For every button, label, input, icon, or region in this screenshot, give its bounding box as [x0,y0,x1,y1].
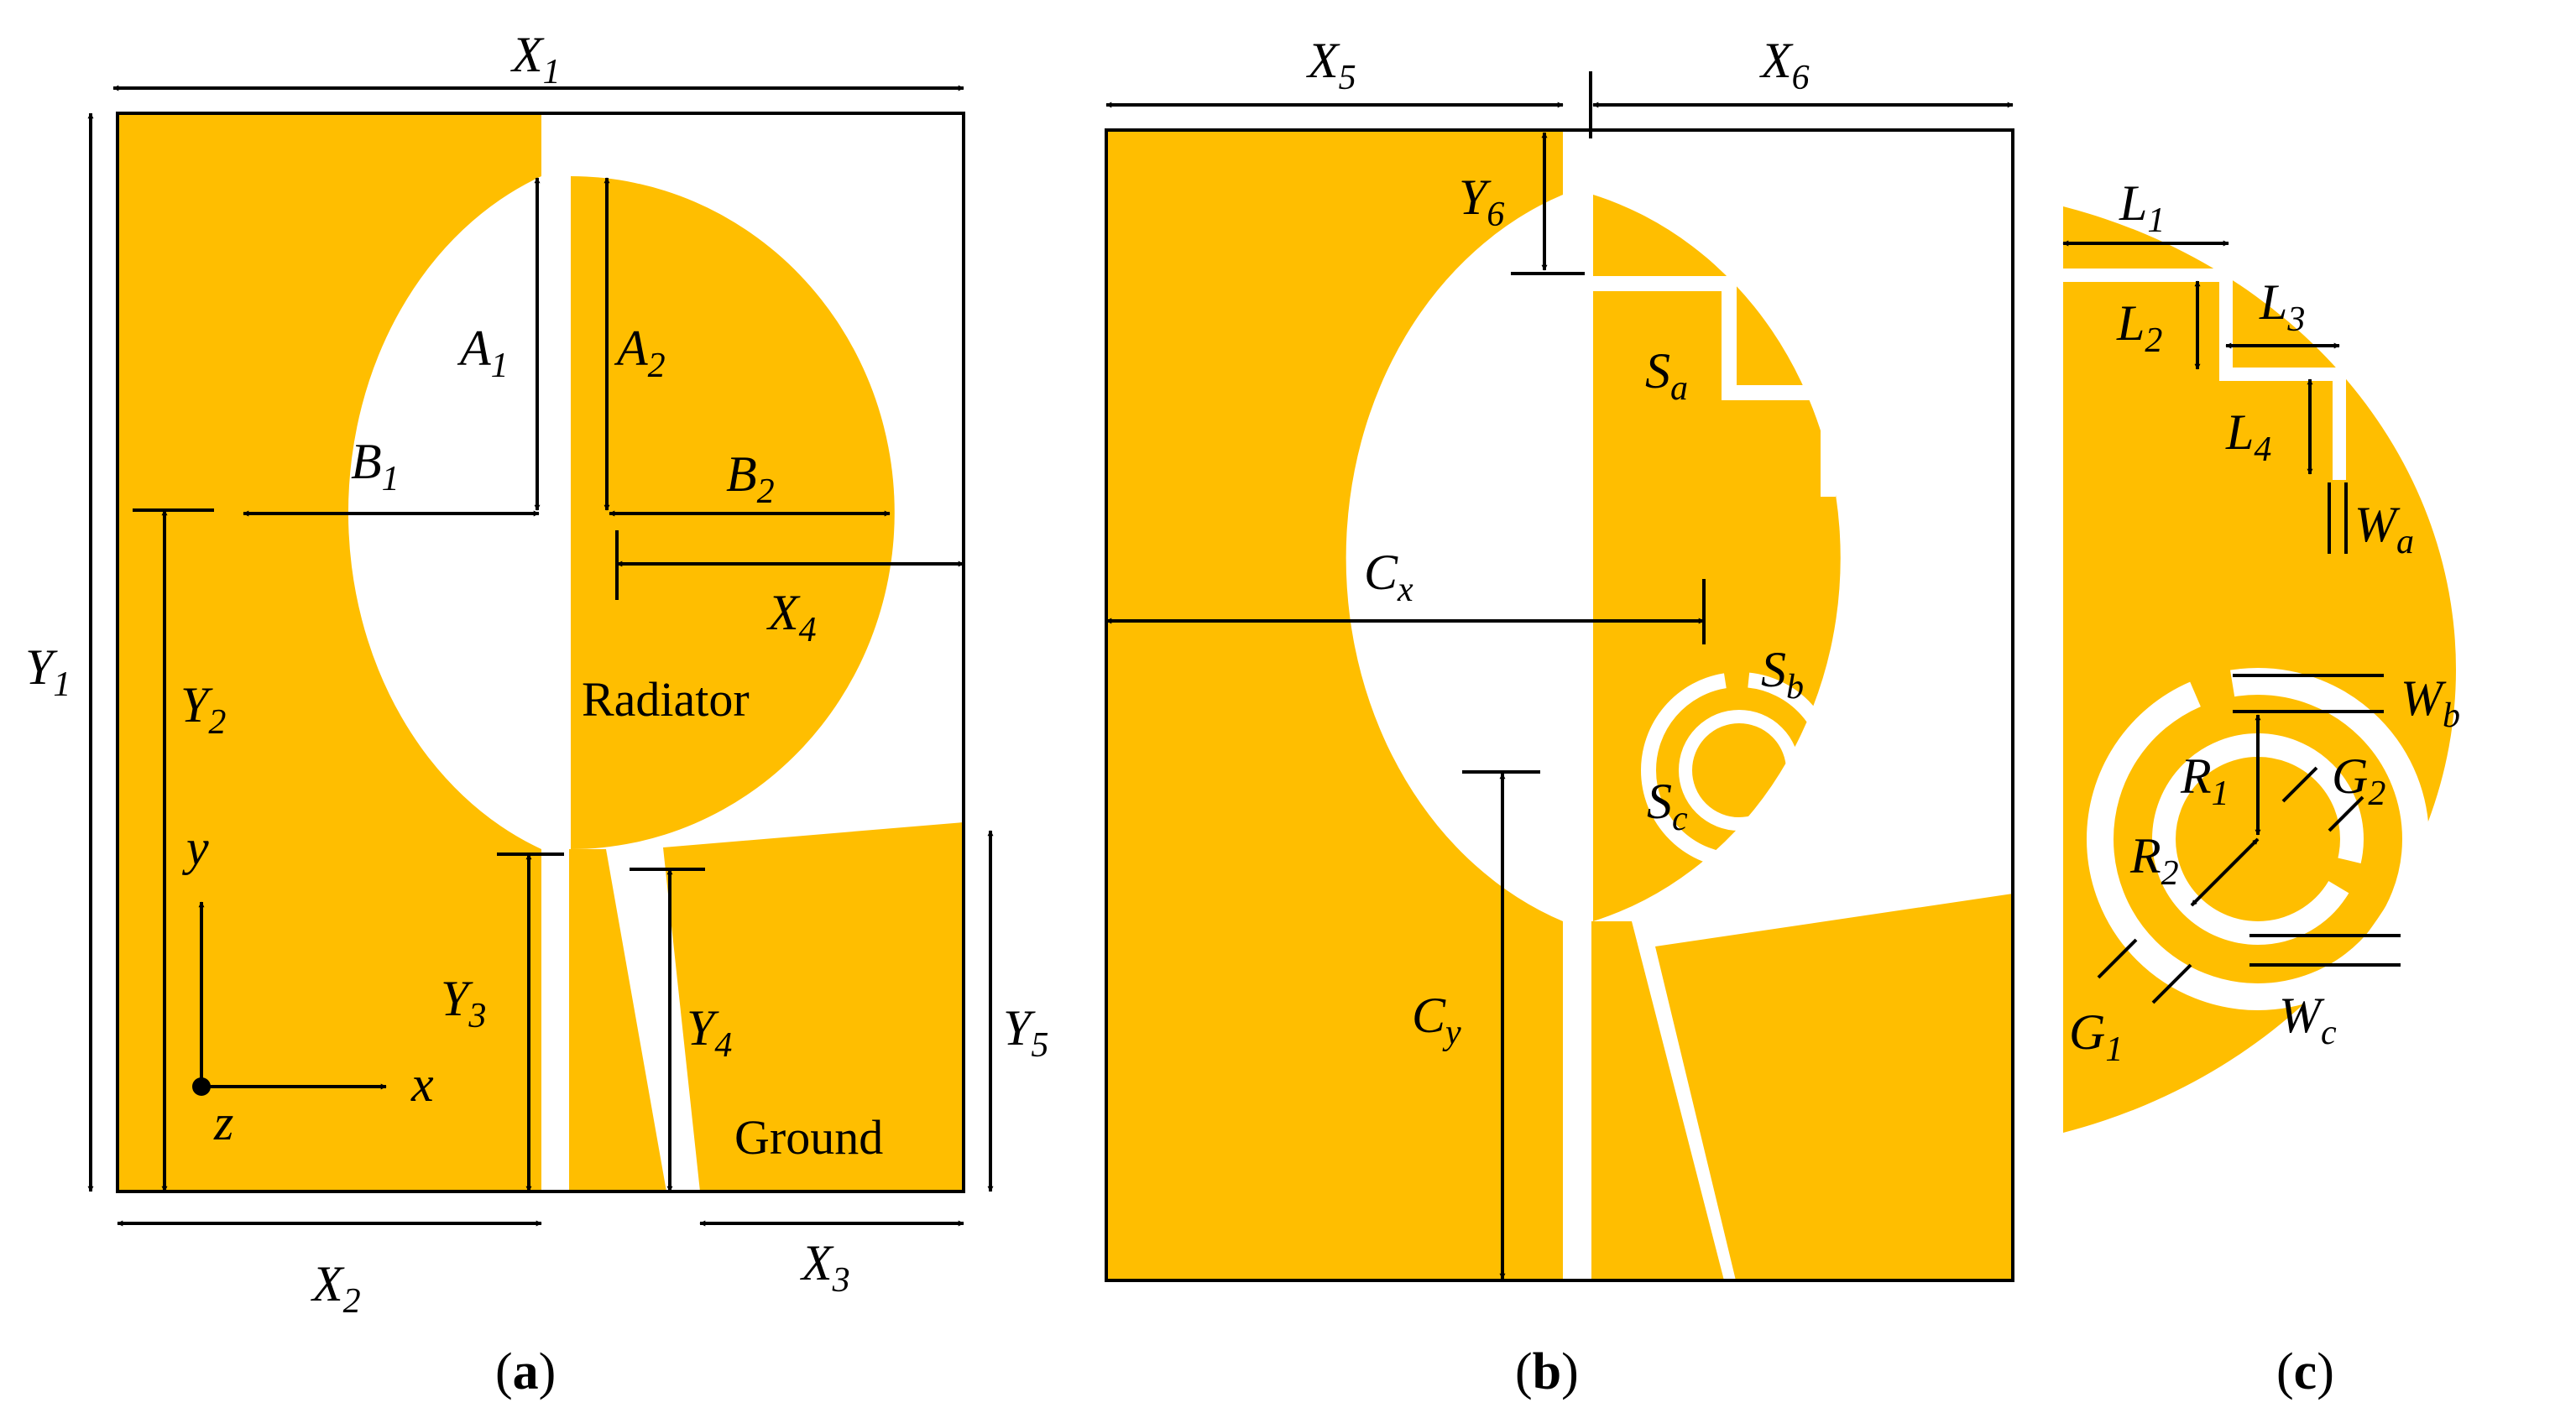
dim-r2-line [2190,837,2260,907]
panel-a-feed [569,849,666,1191]
label-x2: X2 [311,1256,361,1321]
panel-b-ground [1655,894,2013,1280]
label-x3: X3 [800,1235,850,1300]
label-wa: Wa [2354,497,2414,561]
panel-a-left-copper [118,113,541,1191]
label-g2: G2 [2332,748,2385,813]
label-y2: Y2 [180,677,226,742]
slot-sa [1593,276,1836,497]
label-l2: L2 [2116,295,2162,360]
panel-a-substrate-outline [116,112,965,1193]
label-l1: L1 [2119,175,2165,240]
label-wb: Wb [2401,670,2460,735]
label-l3: L3 [2259,274,2305,339]
label-wc: Wc [2279,988,2337,1052]
label-y3: Y3 [441,971,486,1035]
label-a2: A2 [614,321,666,385]
label-y1: Y1 [25,639,71,704]
dim-g2-tick-2 [2328,795,2364,832]
label-b1: B1 [351,434,400,498]
label-sa: Sa [1645,343,1688,408]
dim-g2-tick-1 [2281,766,2318,803]
panel-c-stepped-slot [2063,269,2346,480]
region-label-radiator: Radiator [582,672,750,727]
panel-b-substrate-outline [1105,128,2014,1282]
label-y5: Y5 [1003,1000,1048,1065]
panel-c: L1 L2 L3 L4 Wa Wb R1 G2 R2 G1 Wc (c) [2062,175,2460,1400]
label-cx: Cx [1364,545,1413,609]
caption-a: (a) [495,1343,556,1400]
label-a1: A1 [457,321,509,385]
panel-a-ground [663,822,964,1191]
ring-sb [1641,672,1837,868]
axis-z-dot [192,1077,211,1096]
label-x4: X4 [766,585,817,649]
axis-label-z: z [213,1095,233,1150]
label-sb: Sb [1761,642,1804,706]
dim-g1-tick-2 [2151,963,2192,1004]
panel-b-feed [1591,921,1724,1280]
label-x1: X1 [510,27,561,91]
label-y4: Y4 [687,1000,732,1065]
panel-a: X1 Y1 A1 A2 B1 B2 X4 Y2 Y3 Y4 Y5 X2 X3 y… [25,27,1048,1400]
label-y6: Y6 [1459,169,1504,234]
label-x5: X5 [1306,33,1356,97]
ring-sc [1679,710,1800,831]
label-l4: L4 [2225,404,2271,469]
label-sc: Sc [1647,774,1688,838]
panel-c-ring-outer [2087,668,2429,1010]
panel-b-left-copper [1106,130,1563,1280]
label-x6: X6 [1759,33,1810,97]
region-label-ground: Ground [734,1110,883,1165]
label-cy: Cy [1412,988,1461,1052]
label-r2: R2 [2129,828,2179,893]
label-b2: B2 [726,446,775,511]
axis-label-y: y [181,820,209,875]
panel-b: X5 X6 Y6 Sa Cx Sb Sc Cy (b) [1105,33,2014,1400]
dim-g1-tick-1 [2097,938,2138,979]
caption-c: (c) [2276,1343,2334,1400]
axis-label-x: x [410,1056,434,1112]
label-r1: R1 [2180,748,2229,813]
label-g1: G1 [2069,1004,2123,1069]
caption-b: (b) [1515,1343,1579,1400]
